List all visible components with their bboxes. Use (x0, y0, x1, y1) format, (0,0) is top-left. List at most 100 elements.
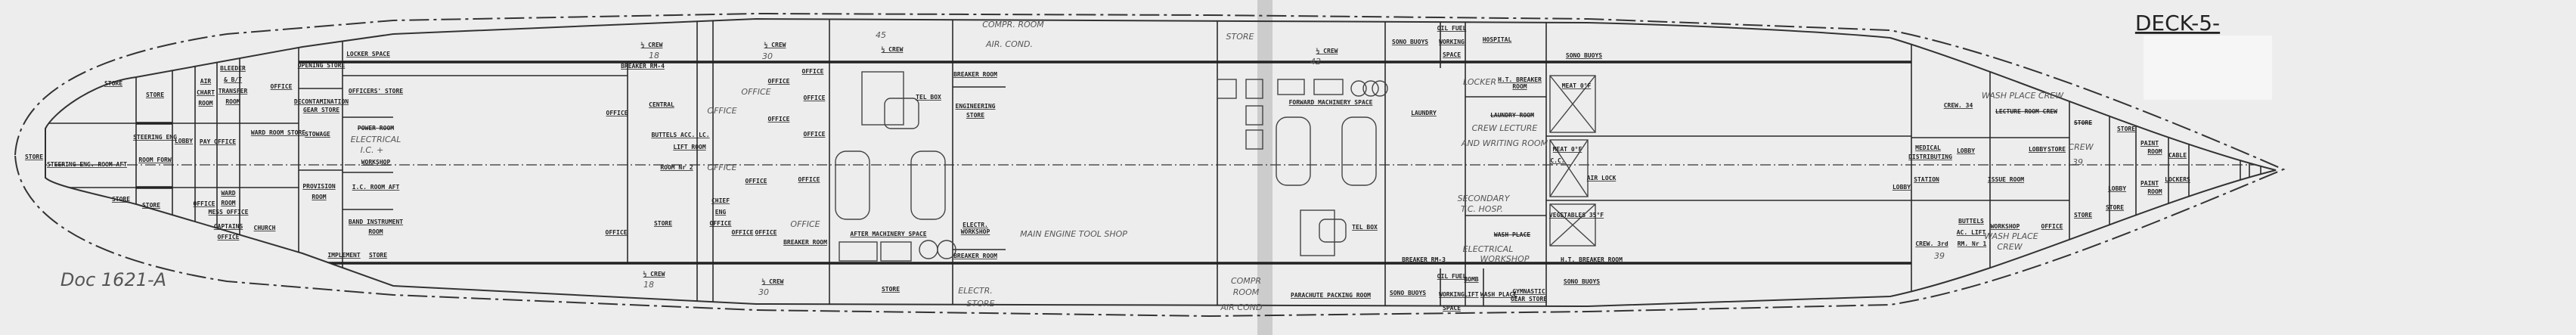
room-label: OIL FUEL (1437, 273, 1467, 280)
room-label: ROOM (198, 100, 212, 107)
room-label: CABLE (2168, 152, 2187, 159)
room-label: ELECTRICAL (351, 135, 401, 144)
room-label: OFFICE (768, 116, 790, 123)
room-label: I.C. + (361, 145, 384, 155)
room-label: OFFICE (804, 95, 826, 101)
room-label: COMPR. ROOM (982, 20, 1044, 29)
room-label: TEL BOX (1352, 224, 1378, 231)
room-label: WORKING (1439, 39, 1465, 45)
room-label: ROOM (1512, 83, 1527, 90)
room-label: TRANSFER (219, 88, 248, 95)
room-label: ½ CREW (641, 41, 663, 48)
room-label: ENGINEERING (956, 103, 996, 110)
room-label: RM. Nr 1 (1958, 240, 1987, 247)
room-label: 39 (1934, 251, 1945, 261)
room-label: SPACE (1443, 51, 1461, 58)
room-label: LOBBY (1892, 184, 1911, 191)
room-label: WORKSHOP (961, 228, 990, 235)
room-label: STORE (2047, 146, 2066, 153)
room-label: H.T. BREAKER ROOM (1561, 256, 1623, 263)
room-label: LAUNDRY (1411, 110, 1437, 116)
room-label: T.C. HOSP. (1461, 204, 1503, 214)
room-label: OFFICE (271, 83, 293, 90)
room-label: VEGETABLES 35°F (1549, 212, 1604, 219)
room-label: POWER ROOM (358, 125, 394, 132)
room-label: LOBBY (1957, 147, 1975, 154)
room-label: PAINT (2140, 180, 2159, 187)
room-label: 39 (2072, 157, 2083, 167)
room-label: OFFICE (802, 68, 824, 75)
room-label: MEDICAL (1915, 144, 1941, 151)
room-label: COMPR (1231, 276, 1261, 286)
room-label: CREW. 3rd (1915, 240, 1948, 247)
room-label: DISTRIBUTING (1908, 154, 1952, 160)
room-label: C.C. (1550, 157, 1564, 164)
outer-hull-line (14, 12, 2286, 318)
room-label: OFFICE (755, 229, 777, 236)
room-label: CREW (2068, 142, 2094, 152)
room-label: WASH PLACE (1984, 231, 2038, 241)
room-label: SONO BUOYS (1392, 39, 1428, 45)
room-label: LOCKER SPACE (346, 51, 390, 57)
room-label: OIL FUEL (1437, 25, 1467, 32)
paper-seam (1257, 0, 1273, 335)
room-label: AIR COND (1220, 302, 1263, 312)
room-label: 18 (643, 280, 654, 290)
room-label: ½ CREW (643, 270, 665, 278)
room-label: 45 (876, 30, 886, 40)
room-label: LAUNDRY ROOM (1490, 112, 1534, 119)
room-label: ELECTR. (963, 222, 988, 228)
room-label: STORE (112, 196, 130, 203)
room-label: CHIEF (711, 197, 730, 204)
room-label: WORKING (1439, 291, 1465, 298)
room-label: CREW LECTURE (1472, 123, 1538, 133)
room-label: LIFT ROOM (673, 144, 706, 150)
room-label: STORE (2117, 126, 2135, 132)
room-label: STORE (104, 80, 122, 87)
room-label: MEAT 0°F (1553, 146, 1582, 153)
room-label: OFFICE (606, 110, 628, 116)
room-label: STORE (966, 112, 984, 119)
room-label: H.T. BREAKER (1498, 76, 1542, 83)
room-label: STORE (25, 154, 43, 160)
room-label: STORE (967, 299, 995, 309)
room-label: CREW. 34 (1944, 102, 1973, 109)
room-label: OFFICE (2041, 223, 2063, 230)
room-label: PROVISION (302, 183, 336, 190)
room-label: ROOM (2147, 148, 2162, 155)
room-label: DECONTAMINATION (294, 98, 349, 105)
room-label: BUTTELS (1958, 218, 1984, 225)
room-label: SONO BUOYS (1566, 52, 1602, 59)
room-label: MESS OFFICE (209, 209, 249, 216)
room-label: LOBBY (2029, 146, 2047, 153)
room-label: BREAKER RM-4 (621, 63, 665, 70)
room-label: AC. LIFT (1957, 229, 1986, 236)
room-label: STORE (2074, 212, 2092, 219)
room-label: OFFICE (710, 220, 732, 227)
room-label: I.C. ROOM AFT (352, 184, 400, 191)
room-label: BREAKER ROOM (783, 239, 827, 246)
room-label: STORE (654, 220, 672, 227)
room-label: OFFICE (804, 131, 826, 138)
room-label: AIR LOCK (1587, 175, 1617, 181)
room-label: STEERING ENG (133, 134, 177, 141)
room-label: ROOM (368, 228, 383, 235)
room-label: GEAR STORE (303, 107, 339, 113)
machinery (835, 71, 1596, 262)
room-label: OFFICE (707, 163, 736, 172)
room-label: WASH PLACE (1480, 291, 1517, 298)
room-label: TEL BOX (916, 94, 941, 101)
room-label: WASH PLACE (1494, 231, 1530, 238)
room-label: ELECTRICAL (1463, 244, 1514, 254)
room-label: IMPLEMENT (327, 252, 361, 259)
room-label: STORE (142, 202, 160, 209)
room-label: ½ CREW (1316, 47, 1338, 54)
paper-patch (2144, 36, 2272, 100)
room-label: ½ CREW (882, 45, 904, 53)
room-label: ROOM (2147, 188, 2162, 195)
room-label: BUTTELS ACC. LC. (651, 132, 709, 138)
room-label: WORKSHOP (1991, 223, 2020, 230)
room-label: ROOM (225, 98, 240, 105)
room-label: LIFT (1464, 291, 1478, 298)
room-label: HOSPITAL (1483, 36, 1512, 43)
